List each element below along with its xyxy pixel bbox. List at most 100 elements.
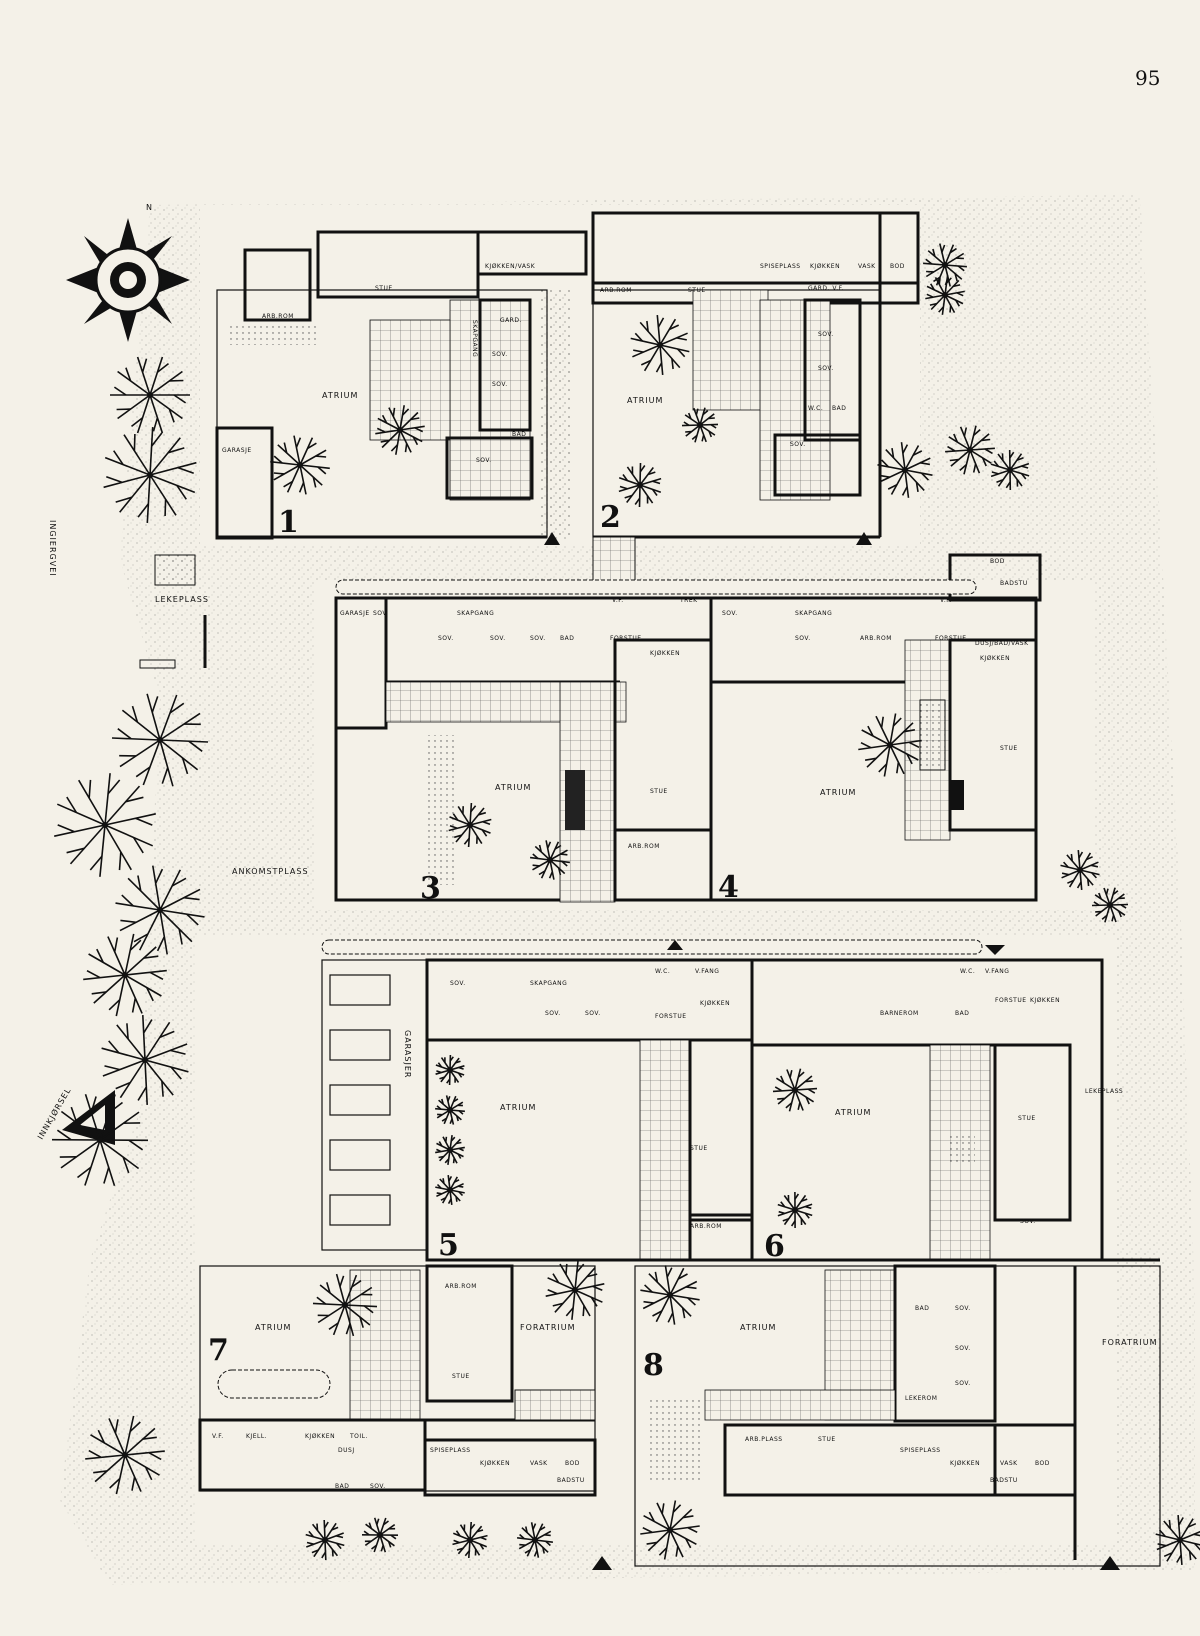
hedge-north xyxy=(335,579,977,595)
tree-icon xyxy=(452,1521,488,1559)
unit-7-stue-label: STUE xyxy=(452,1373,470,1380)
north-label: N xyxy=(146,203,153,212)
tree-icon xyxy=(83,933,167,1017)
unit-1-number: 1 xyxy=(278,505,299,540)
tree-icon xyxy=(435,1134,465,1166)
unit-7-foratrium-label: FORATRIUM xyxy=(520,1323,576,1332)
unit-3: ATRIUM STUE ARB.ROM GARASJE SOV. SKAPGAN… xyxy=(334,596,713,906)
unit-6-bad-label: BAD xyxy=(955,1010,969,1017)
unit-4-sov1-label: SOV. xyxy=(795,635,811,642)
unit-3-number: 3 xyxy=(420,871,441,906)
tree-icon xyxy=(270,435,330,495)
tree-icon xyxy=(530,840,570,880)
unit-7-kitchen2-label: KJØKKEN xyxy=(480,1460,510,1467)
tree-icon xyxy=(54,773,156,877)
tree-icon xyxy=(640,1265,700,1325)
tree-icon xyxy=(110,356,190,434)
unit-3-kitchen-label: KJØKKEN xyxy=(650,650,680,657)
unit-5-number: 5 xyxy=(438,1228,459,1263)
unit-4-badstu-label: BADSTU xyxy=(1000,580,1028,587)
unit-1-garage-label: GARASJE xyxy=(222,447,252,454)
unit-4-kitchen-label: KJØKKEN xyxy=(980,655,1010,662)
unit-1-kitchen-label: KJØKKEN/VASK xyxy=(485,263,536,270)
unit-4-vf-label: V.F. xyxy=(940,597,952,604)
unit-8-bod-label: BOD xyxy=(1035,1460,1050,1467)
unit-7-vask-label: VASK xyxy=(530,1460,548,1467)
unit-1-sov2-label: SOV. xyxy=(492,381,508,388)
tree-icon xyxy=(1091,887,1129,923)
unit-7-sov-label: SOV. xyxy=(370,1483,386,1490)
unit-6-atrium-label: ATRIUM xyxy=(835,1108,871,1117)
unit-6-stue-label: STUE xyxy=(1018,1115,1036,1122)
unit-5-sov2-label: SOV. xyxy=(585,1010,601,1017)
unit-4-number: 4 xyxy=(718,870,739,905)
unit-2-sov2-label: SOV. xyxy=(818,365,834,372)
unit-3-sov1-label: SOV. xyxy=(438,635,454,642)
unit-3-bad-label: BAD xyxy=(560,635,574,642)
playground-sandbox xyxy=(154,554,196,586)
unit-2-vask-label: VASK xyxy=(858,263,876,270)
garage-row-label: GARASJER xyxy=(403,1030,412,1078)
tree-icon xyxy=(681,407,719,443)
tree-icon xyxy=(101,1015,189,1105)
tree-icon xyxy=(640,1500,700,1560)
unit-4-atrium-label: ATRIUM xyxy=(820,788,856,797)
unit-8: ATRIUM FORATRIUM ARB.PLASS STUE SPISEPLA… xyxy=(634,1258,1161,1567)
unit-1-atrium-label: ATRIUM xyxy=(322,391,358,400)
unit-8-sov3-label: SOV. xyxy=(955,1380,971,1387)
unit-3-garage-label: GARASJE xyxy=(340,610,370,617)
unit-2-wc-label: W.C. xyxy=(808,405,823,412)
tree-icon xyxy=(777,1191,813,1229)
unit-1-arb-label: ARB.ROM xyxy=(262,313,294,320)
tree-icon xyxy=(305,1519,345,1561)
arrival-label: ANKOMSTPLASS xyxy=(232,867,309,876)
unit-3-trek-label: TREK xyxy=(679,597,698,604)
tree-icon xyxy=(618,462,662,508)
unit-3-forstue-label: FORSTUE xyxy=(610,635,642,642)
tree-icon xyxy=(435,1054,465,1086)
unit-8-stue-label: STUE xyxy=(818,1436,836,1443)
tree-icon xyxy=(111,693,209,787)
unit-2-stue-label: STUE xyxy=(688,287,706,294)
unit-7-bod-label: BOD xyxy=(565,1460,580,1467)
tree-icon xyxy=(990,449,1030,491)
unit-7-kitchen-label: KJØKKEN xyxy=(305,1433,335,1440)
unit-8-lek-label: LEKEROM xyxy=(905,1395,937,1402)
trees xyxy=(51,243,1200,1565)
unit-4-stue-label: STUE xyxy=(1000,745,1018,752)
unit-5-atrium-label: ATRIUM xyxy=(500,1103,536,1112)
tree-icon xyxy=(1060,850,1100,890)
unit-6-barn-label: BARNEROM xyxy=(880,1010,919,1017)
unit-3-sov3-label: SOV. xyxy=(530,635,546,642)
unit-7-bad-label: BAD xyxy=(335,1483,349,1490)
unit-7-toil-label: TOIL. xyxy=(349,1433,368,1440)
tree-icon xyxy=(312,1273,378,1337)
unit-3-arb-label: ARB.ROM xyxy=(628,843,660,850)
unit-7-kjeller-label: KJELL. xyxy=(246,1433,267,1440)
unit-8-badstu-label: BADSTU xyxy=(990,1477,1018,1484)
unit-5-forstue-label: FORSTUE xyxy=(655,1013,687,1020)
unit-7-atrium-label: ATRIUM xyxy=(255,1323,291,1332)
compass-rose-icon: N xyxy=(66,203,190,342)
unit-6-sov-label: SOV. xyxy=(1020,1218,1036,1225)
unit-6-wc-label: W.C. xyxy=(960,968,975,975)
tree-icon xyxy=(877,442,933,498)
tree-icon xyxy=(51,1093,149,1187)
playground-east-label: LEKEPLASS xyxy=(1085,1088,1123,1095)
unit-3-stue-label: STUE xyxy=(650,788,668,795)
tree-icon xyxy=(1155,1515,1200,1565)
unit-5-vfang-label: V.FANG xyxy=(695,968,719,975)
unit-5-sov1-label: SOV. xyxy=(545,1010,561,1017)
unit-2: ATRIUM STUE ARB.ROM SPISEPLASS KJØKKEN V… xyxy=(591,211,920,539)
unit-5-wc-label: W.C. xyxy=(655,968,670,975)
unit-6-forstue-label: FORSTUE xyxy=(995,997,1027,1004)
tree-icon xyxy=(115,865,205,955)
unit-7-badstu-label: BADSTU xyxy=(557,1477,585,1484)
unit-2-bad-label: BAD xyxy=(832,405,846,412)
unit-1-stue-label: STUE xyxy=(375,285,393,292)
unit-2-gard-label: GARD. V.F. xyxy=(808,285,844,292)
road-label-west: INGIERGVEI xyxy=(48,520,57,577)
unit-6-vfang-label: V.FANG xyxy=(985,968,1009,975)
unit-3-skap-label: SKAPGANG xyxy=(457,610,494,617)
